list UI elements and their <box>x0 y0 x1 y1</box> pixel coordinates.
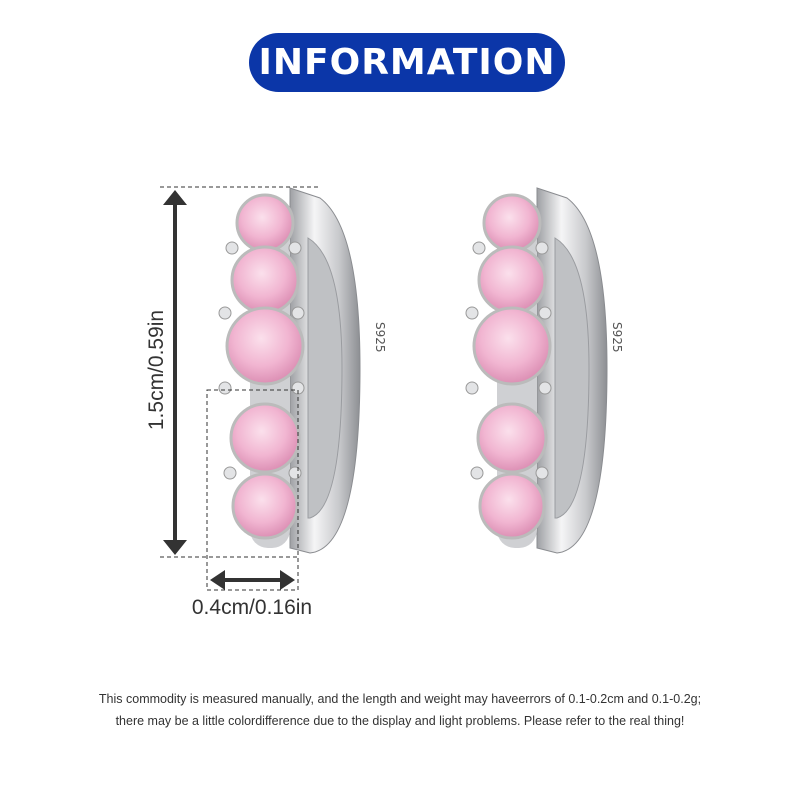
right-earring <box>464 186 609 555</box>
s925-stamp-left: S925 <box>373 322 387 353</box>
s925-stamp-right: S925 <box>610 322 624 353</box>
disclaimer-line-1: This commodity is measured manually, and… <box>98 692 702 706</box>
information-badge: INFORMATION <box>249 33 565 92</box>
height-label: 1.5cm/0.59in <box>145 309 168 431</box>
width-label: 0.4cm/0.16in <box>191 596 313 619</box>
height-dimension <box>160 186 318 558</box>
left-earring <box>217 186 362 555</box>
width-dimension <box>206 389 299 591</box>
disclaimer-line-2: there may be a little colordifference du… <box>115 714 685 728</box>
